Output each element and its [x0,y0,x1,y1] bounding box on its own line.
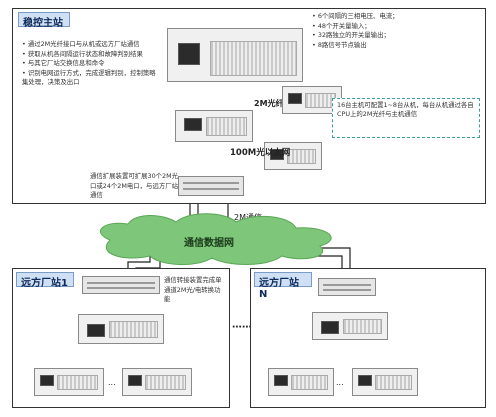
station-1-ellipsis: ... [108,378,116,387]
master-function-item: 获取从机各间隔运行状态和故障判别结果 [22,50,157,60]
interface-note: 通信转接装置完成单通道2M光/电转换功能 [164,276,222,304]
ethernet-label: 100M光以太网 [230,148,291,158]
master-function-item: 与其它厂站交换信息和命令 [22,59,157,69]
master-functions-list: 通过2M光纤接口与从机或远方厂站通信 获取从机各间隔运行状态和故障判别结果 与其… [22,40,157,88]
station-n-slave-device [268,368,334,396]
stations-ellipsis: ⋯⋯ [232,322,252,333]
master-function-item: 识别电网运行方式，完成逻辑判别，控制策略集处理，决策及出口 [22,69,157,88]
slave-device [264,142,322,170]
master-station-title: 稳控主站 [18,12,70,29]
spec-item: 8路信号节点输出 [312,41,399,51]
station-n-ellipsis: ... [336,378,344,387]
converter-note: 通信扩展装置可扩展30个2M光口或24个2M电口，与远方厂站通信 [90,172,179,200]
station-1-slave-device [122,368,192,396]
slave-config-note: 16台主机可配置1~8台从机，每台从机通过各自CPU上的2M光纤与主机通信 [332,98,480,138]
fiber-label: 2M光纤 [254,99,284,108]
master-device [167,28,303,82]
master-specs-list: 6个间隔的三相电压、电流； 48个开关量输入； 32路独立的开关量输出； 8路信… [312,12,399,50]
station-1-slave-device [34,368,104,396]
station-1-master-device [78,314,164,344]
comm-interface-device [82,276,160,294]
station-n-master-device [312,312,388,340]
spec-item: 48个开关量输入； [312,22,399,32]
spec-item: 6个间隔的三相电压、电流； [312,12,399,22]
remote-station-n-title: 远方厂站N [254,272,312,300]
remote-station-1-title: 远方厂站1 [16,272,74,289]
spec-item: 32路独立的开关量输出； [312,31,399,41]
comm-extension-device [178,176,244,196]
display-screen-icon [178,43,200,65]
network-label: 通信数据网 [184,238,234,249]
slave-device [175,110,253,142]
station-n-slave-device [352,368,418,396]
station-n-interface-device [318,278,376,296]
master-function-item: 通过2M光纤接口与从机或远方厂站通信 [22,40,157,50]
